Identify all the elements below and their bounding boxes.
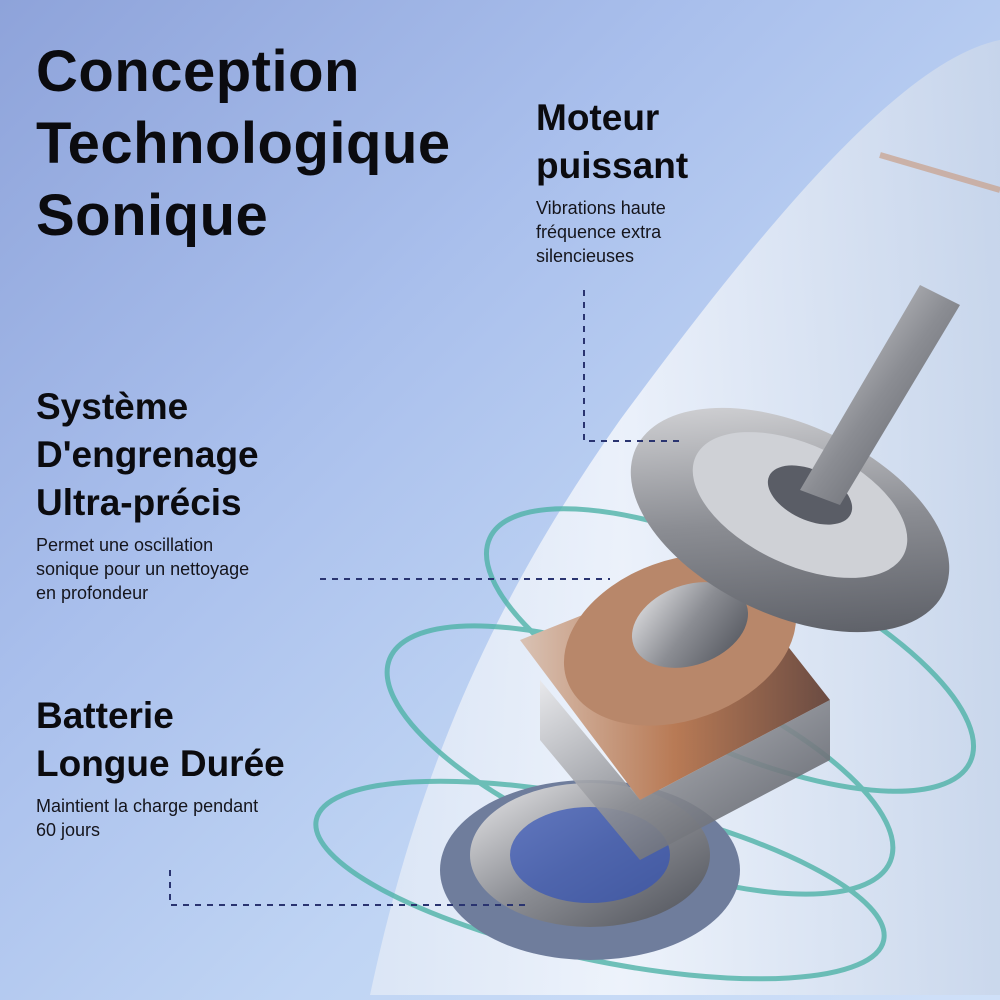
title-line: Conception (36, 39, 360, 104)
leader-lines (169, 290, 680, 906)
feature-battery: Batterie Longue Durée Maintient la charg… (36, 692, 285, 842)
title-line: Technologique (36, 111, 451, 176)
feature-heading: Système (36, 386, 189, 427)
feature-heading: Batterie (36, 695, 174, 736)
title-line: Sonique (36, 183, 269, 248)
feature-heading: puissant (536, 145, 689, 186)
feature-heading: Longue Durée (36, 743, 285, 784)
feature-heading: Moteur (536, 97, 660, 138)
main-title: Conception Technologique Sonique (36, 36, 451, 252)
gear-component (630, 285, 960, 633)
feature-heading: D'engrenage (36, 434, 259, 475)
feature-heading: Ultra-précis (36, 482, 242, 523)
feature-gear: Système D'engrenage Ultra-précis Permet … (36, 383, 259, 605)
